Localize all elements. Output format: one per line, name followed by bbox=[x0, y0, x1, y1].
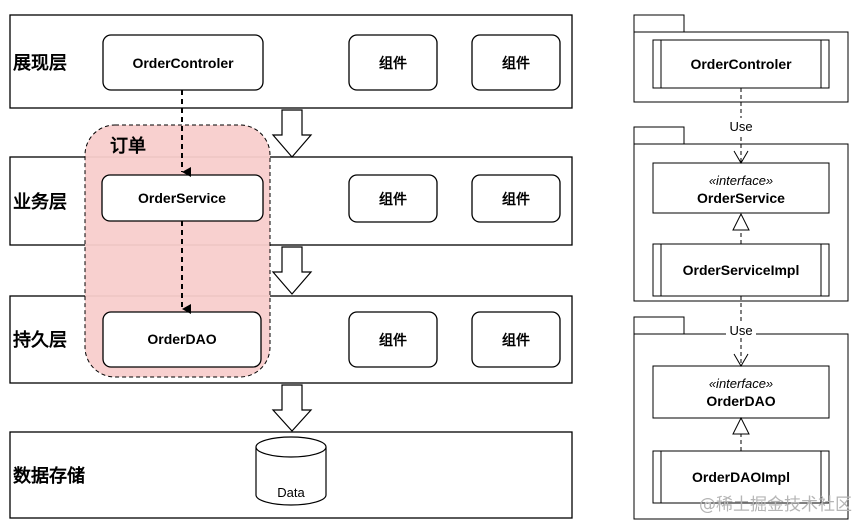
order-service-impl-box bbox=[652, 243, 830, 297]
order-service-interface-label: OrderService bbox=[697, 190, 785, 206]
component-box bbox=[348, 174, 438, 223]
order-dao-impl-box bbox=[652, 450, 830, 504]
persistence-layer-label: 持久层 bbox=[13, 329, 67, 351]
order-controller-uml-box bbox=[652, 39, 830, 89]
business-layer-label: 业务层 bbox=[13, 191, 67, 213]
component-box bbox=[471, 311, 561, 368]
component-box bbox=[471, 34, 561, 91]
presentation-layer-label: 展现层 bbox=[13, 53, 67, 74]
component-box-label: 组件 bbox=[502, 55, 530, 72]
order-service-box-label: OrderService bbox=[138, 190, 226, 206]
open-arrowhead-icon bbox=[733, 353, 749, 367]
order-service-interface-box bbox=[652, 162, 830, 214]
component-box-label: 组件 bbox=[502, 191, 530, 208]
order-dao-impl-label: OrderDAOImpl bbox=[692, 469, 790, 485]
dao-realization-triangle-icon bbox=[732, 416, 750, 435]
database-cylinder-icon bbox=[255, 436, 327, 506]
order-group-label: 订单 bbox=[110, 135, 146, 157]
order-controller-box-label: OrderControler bbox=[132, 55, 234, 71]
component-box bbox=[348, 34, 438, 91]
order-service-impl-label: OrderServiceImpl bbox=[683, 262, 800, 278]
use-label: Use bbox=[729, 119, 752, 134]
use-label: Use bbox=[729, 323, 752, 338]
component-box-label: 组件 bbox=[379, 191, 407, 208]
order-dao-interface-box bbox=[652, 365, 830, 419]
component-box-label: 组件 bbox=[502, 332, 530, 349]
order-dao-box-label: OrderDAO bbox=[147, 331, 216, 347]
component-box bbox=[348, 311, 438, 368]
watermark: @稀土掘金技术社区 bbox=[699, 495, 852, 515]
service-realization-triangle-icon bbox=[732, 212, 750, 231]
order-controller-uml-label: OrderControler bbox=[690, 56, 792, 72]
layer-down-arrow bbox=[271, 246, 313, 295]
database-label: Data bbox=[277, 485, 305, 500]
order-dao-interface-label: OrderDAO bbox=[706, 393, 775, 409]
component-box bbox=[471, 174, 561, 223]
data-storage-layer-label: 数据存储 bbox=[13, 465, 85, 487]
layer-down-arrow bbox=[271, 109, 313, 158]
layer-down-arrow bbox=[271, 384, 313, 432]
order-dao-stereotype: «interface» bbox=[709, 376, 773, 391]
component-box-label: 组件 bbox=[379, 332, 407, 349]
order-service-stereotype: «interface» bbox=[709, 173, 773, 188]
component-box-label: 组件 bbox=[379, 55, 407, 72]
open-arrowhead-icon bbox=[733, 150, 749, 164]
